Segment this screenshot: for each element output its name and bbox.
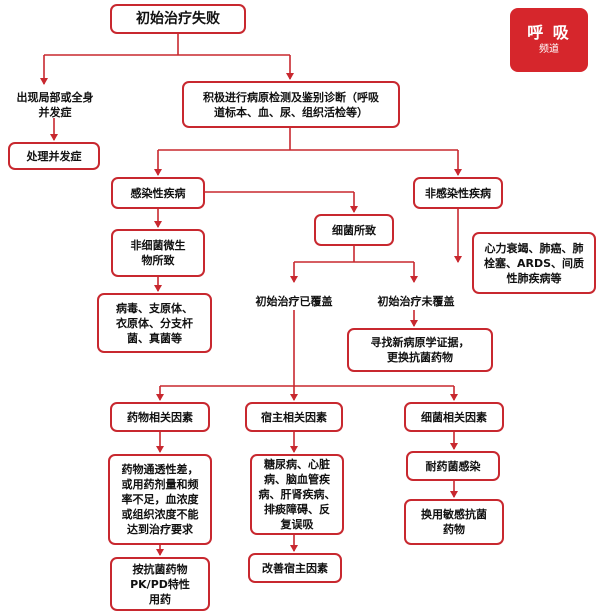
node-pathogen-detection: 积极进行病原检测及鉴别诊断（呼吸 道标本、血、尿、组织活检等） xyxy=(182,81,400,128)
logo-subtitle: 频道 xyxy=(539,44,559,55)
node-infectious: 感染性疾病 xyxy=(111,177,205,209)
node-nonbacterial: 非细菌微生 物所致 xyxy=(111,229,205,277)
node-improve-host: 改善宿主因素 xyxy=(248,553,342,583)
node-noninfectious: 非感染性疾病 xyxy=(413,177,503,209)
node-drug-adjust: 按抗菌药物 PK/PD特性 用药 xyxy=(110,557,210,611)
node-drug-factors: 药物相关因素 xyxy=(110,402,210,432)
node-host-factors: 宿主相关因素 xyxy=(245,402,343,432)
node-local-complication: 出现局部或全身 并发症 xyxy=(16,91,94,119)
node-drug-detail: 药物通透性差， 或用药剂量和频 率不足，血浓度 或组织浓度不能 达到治疗要求 xyxy=(108,454,212,545)
node-nonbacterial-examples: 病毒、支原体、 衣原体、分支杆 菌、真菌等 xyxy=(97,293,212,353)
node-bacterial: 细菌所致 xyxy=(314,214,394,246)
node-not-covered: 初始治疗未覆盖 xyxy=(377,295,455,308)
logo: 呼 吸 频道 xyxy=(510,8,588,72)
node-initial-failure: 初始治疗失败 xyxy=(110,4,246,34)
node-covered: 初始治疗已覆盖 xyxy=(255,295,333,308)
node-bacteria-factors: 细菌相关因素 xyxy=(404,402,504,432)
node-noninfectious-examples: 心力衰竭、肺癌、肺 栓塞、ARDS、间质 性肺疾病等 xyxy=(472,232,596,294)
node-resistant: 耐药菌感染 xyxy=(406,451,500,481)
node-switch-sensitive: 换用敏感抗菌 药物 xyxy=(404,499,504,545)
logo-title: 呼 吸 xyxy=(527,23,571,42)
node-treat-complication: 处理并发症 xyxy=(8,142,100,170)
node-host-detail: 糖尿病、心脏 病、脑血管疾 病、肝肾疾病、 排痰障碍、反 复误吸 xyxy=(250,454,344,535)
node-new-evidence: 寻找新病原学证据， 更换抗菌药物 xyxy=(347,328,493,372)
